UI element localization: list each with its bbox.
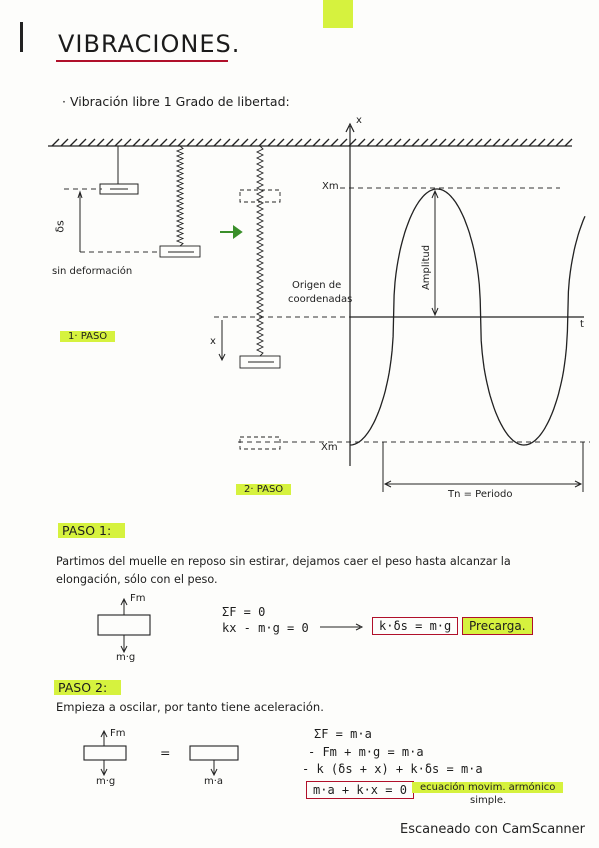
step2-inertia-diagram	[189, 745, 239, 777]
xm-top-label: Xm	[322, 181, 339, 192]
origin-label-1: Origen de	[292, 280, 342, 291]
step2-ma-label: m·a	[204, 776, 224, 787]
graph-axes	[345, 122, 584, 466]
axis-x-label: t	[580, 319, 584, 330]
step1-eq1: ΣF = 0	[222, 605, 266, 619]
step2-note-line2: simple.	[470, 795, 507, 806]
step1-boxed-equation: k·δs = m·g	[372, 617, 459, 635]
step2-heading: PASO 2:	[54, 680, 122, 695]
xm-bottom-label: Xm	[321, 442, 338, 453]
step2-eq1: ΣF = m·a	[314, 727, 372, 741]
step1-heading: PASO 1:	[58, 523, 126, 538]
step1-precarga-note: Precarga.	[462, 617, 533, 635]
step2-equals: =	[160, 745, 171, 760]
arrow-right-icon	[320, 623, 364, 631]
step2-free-body-diagram	[83, 729, 127, 777]
step2-note-line1: ecuación movim. armónico	[412, 782, 564, 793]
vibration-diagram	[48, 122, 590, 492]
step2-text-line1: Empieza a oscilar, por tanto tiene acele…	[56, 700, 324, 714]
period-label: Tn = Periodo	[448, 489, 513, 500]
no-deformation-label: sin deformación	[52, 266, 133, 277]
amplitude-label: Amplitud	[421, 244, 433, 291]
arrow-right-icon	[220, 225, 243, 239]
margin-bar	[20, 22, 23, 52]
page-title: VIBRACIONES.	[58, 30, 241, 58]
step1-free-body-diagram	[97, 597, 151, 654]
x-displacement-label: x	[210, 336, 216, 347]
step1-eq2: kx - m·g = 0	[222, 621, 309, 635]
oscillation-curve	[350, 188, 586, 446]
spring-rest	[99, 146, 139, 195]
step2-fm-label: Fm	[110, 728, 126, 739]
step1-text-line1: Partimos del muelle en reposo sin estira…	[56, 555, 511, 568]
axis-y-label: x	[356, 115, 362, 126]
title-underline	[56, 60, 228, 62]
origin-label-2: coordenadas	[288, 294, 353, 305]
highlight-tab	[323, 0, 353, 28]
step2-eq3: - k (δs + x) + k·δs = m·a	[302, 762, 483, 776]
section-subtitle: · Vibración libre 1 Grado de libertad:	[62, 94, 290, 109]
step1-mg-label: m·g	[116, 652, 136, 663]
step2-mg-label: m·g	[96, 776, 116, 787]
ceiling-support	[48, 138, 573, 147]
scanner-watermark: Escaneado con CamScanner	[400, 822, 586, 837]
spring-oscillating	[239, 145, 281, 450]
spring-static	[159, 145, 201, 258]
step1-fm-label: Fm	[130, 593, 146, 604]
step2-boxed-equation: m·a + k·x = 0	[306, 781, 414, 799]
delta-s-label: δs	[53, 220, 67, 233]
step2-eq2: - Fm + m·g = m·a	[308, 745, 424, 759]
step2-tag: 2· PASO	[236, 484, 292, 495]
step1-tag: 1· PASO	[60, 331, 116, 342]
step1-text-line2: elongación, sólo con el peso.	[56, 573, 218, 586]
